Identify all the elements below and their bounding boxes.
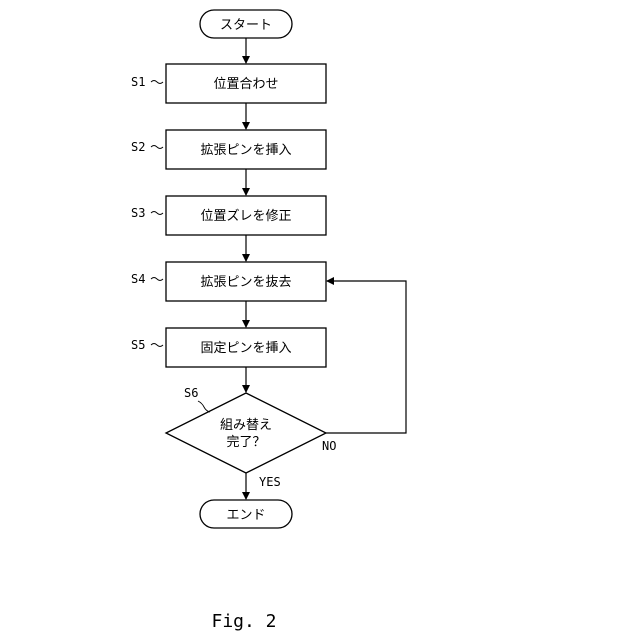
step-id-s6: S6 <box>184 386 198 400</box>
leader-s6 <box>198 401 210 412</box>
leader-s3 <box>151 212 163 215</box>
step-id-s4: S4 <box>131 272 145 286</box>
step-id-s1: S1 <box>131 75 145 89</box>
decision-label-line1: 組み替え <box>220 418 272 433</box>
step-id-s5: S5 <box>131 338 145 352</box>
end-terminal: エンド <box>200 500 292 528</box>
leader-s1 <box>151 81 163 84</box>
step-id-s2: S2 <box>131 140 145 154</box>
no-branch-label: NO <box>322 439 336 453</box>
decision-label-line2: 完了？ <box>226 435 265 450</box>
start-label: スタート <box>220 18 272 33</box>
process-step-s2: 拡張ピンを挿入 <box>166 130 326 169</box>
figure-caption: Fig. 2 <box>211 611 276 632</box>
step-s1-label: 位置合わせ <box>213 77 278 92</box>
step-id-s3: S3 <box>131 206 145 220</box>
decision-s6: 組み替え 完了？ <box>166 393 326 473</box>
arrow-no-loop-to-s4 <box>326 281 406 433</box>
leader-s5 <box>151 344 163 347</box>
step-s4-label: 拡張ピンを抜去 <box>200 274 291 290</box>
leader-s4 <box>151 278 163 281</box>
step-s3-label: 位置ズレを修正 <box>200 208 291 224</box>
process-step-s4: 拡張ピンを抜去 <box>166 262 326 301</box>
process-step-s3: 位置ズレを修正 <box>166 196 326 235</box>
step-s5-label: 固定ピンを挿入 <box>200 341 291 356</box>
leader-s2 <box>151 146 163 149</box>
yes-branch-label: YES <box>259 475 281 489</box>
end-label: エンド <box>226 508 265 523</box>
step-s2-label: 拡張ピンを挿入 <box>200 143 291 158</box>
start-terminal: スタート <box>200 10 292 38</box>
process-step-s5: 固定ピンを挿入 <box>166 328 326 367</box>
process-step-s1: 位置合わせ <box>166 64 326 103</box>
